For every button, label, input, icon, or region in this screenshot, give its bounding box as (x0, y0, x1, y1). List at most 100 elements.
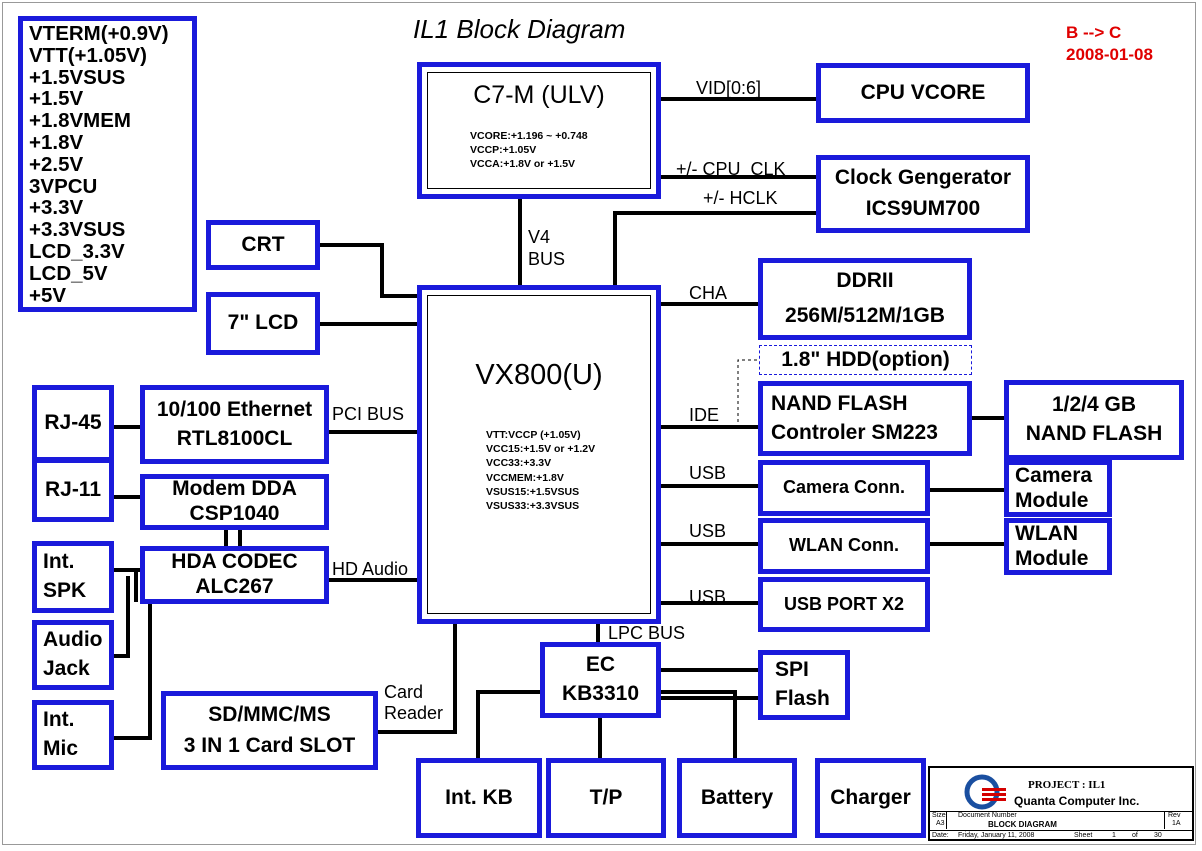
nand-controller-label: NAND FLASH (771, 391, 908, 415)
ethernet-block: 10/100 Ethernet RTL8100CL (140, 385, 329, 464)
nand-controller-block: NAND FLASH Controler SM223 (758, 381, 972, 456)
revision-date: 2008-01-08 (1066, 45, 1153, 65)
power-rail: 3VPCU (29, 174, 98, 198)
usb-port-label: USB PORT X2 (783, 593, 905, 614)
company-name: Quanta Computer Inc. (1014, 794, 1140, 808)
revision-change: B --> C (1066, 23, 1122, 42)
sheet-of-label: of (1132, 832, 1138, 839)
cpu-spec: VCORE:+1.196 ~ +0.748 (470, 130, 588, 142)
rj11-label: RJ-11 (44, 477, 102, 501)
wlan-module-block: WLAN Module (1004, 518, 1112, 575)
audio-jack-label: Jack (43, 657, 90, 680)
hd-audio-label: HD Audio (332, 559, 409, 579)
title-block: PROJECT : IL1 Quanta Computer Inc. Size … (928, 766, 1194, 841)
chipset-spec: VSUS33:+3.3VSUS (486, 499, 580, 512)
mic-label: Int. (43, 708, 75, 732)
ethernet-label: 10/100 Ethernet (156, 397, 313, 421)
rj45-label: RJ-45 (44, 411, 102, 435)
codec-label: HDA CODEC (171, 550, 298, 574)
modem-block: Modem DDA CSP1040 (140, 474, 329, 530)
card-reader-text: Reader (384, 703, 444, 723)
chipset-spec: VCCMEM:+1.8V (486, 471, 564, 484)
sheet-label: Sheet (1074, 832, 1093, 839)
hclk-label: +/- HCLK (703, 188, 778, 208)
hda-codec-block: HDA CODEC ALC267 (140, 546, 329, 604)
chipset-block: VX800(U) VTT:VCCP (+1.05V) VCC15:+1.5V o… (417, 285, 661, 624)
project-label: PROJECT : IL1 (1028, 779, 1106, 791)
v4-bus-text: BUS (528, 249, 566, 269)
touchpad-label: T/P (589, 785, 623, 809)
v4-bus-label: V4 BUS (528, 226, 565, 270)
rj11-block: RJ-11 (32, 458, 114, 522)
ddr-label: DDRII (836, 269, 894, 293)
chipset-name: VX800(U) (475, 359, 603, 391)
ethernet-part: RTL8100CL (176, 426, 293, 450)
title-block-date-row: Date: Friday, January 11, 2008 Sheet 1 o… (930, 830, 1192, 842)
ddr-block: DDRII 256M/512M/1GB (758, 258, 972, 340)
speaker-label: SPK (43, 579, 87, 602)
rev-value: 1A (1172, 820, 1181, 827)
clock-generator-block: Clock Gengerator ICS9UM700 (816, 155, 1030, 233)
v4-bus-text: V4 (528, 227, 551, 247)
modem-label: Modem DDA (172, 477, 297, 501)
power-rail: +2.5V (29, 152, 84, 176)
codec-part: ALC267 (195, 575, 274, 598)
power-rail: VTERM(+0.9V) (29, 22, 169, 45)
chipset-spec: VSUS15:+1.5VSUS (486, 485, 580, 498)
wlan-module-label: Module (1015, 546, 1089, 570)
pci-bus-label: PCI BUS (332, 404, 405, 424)
power-rail: +1.5VSUS (29, 65, 126, 89)
camera-module-label: Module (1015, 488, 1089, 512)
ide-label: IDE (689, 405, 720, 425)
chipset-spec: VCC15:+1.5V or +1.2V (486, 443, 596, 456)
ec-part: KB3310 (561, 682, 640, 705)
nand-flash-block: 1/2/4 GB NAND FLASH (1004, 380, 1184, 460)
card-slot-label: 3 IN 1 Card SLOT (183, 733, 356, 757)
vid-bus-label: VID[0:6] (696, 78, 762, 98)
usb-wlan-label: USB (689, 521, 727, 541)
power-rail: +3.3V (29, 196, 84, 220)
camera-module-label: Camera (1015, 463, 1093, 487)
power-rail: LCD_5V (29, 261, 108, 285)
clock-generator-part: ICS9UM700 (865, 197, 981, 220)
rev-label: Rev (1168, 812, 1181, 819)
doc-number-label: Document Number (958, 812, 1017, 819)
lpc-bus-label: LPC BUS (608, 623, 686, 643)
nand-flash-size: 1/2/4 GB (1051, 393, 1137, 417)
power-rail: +1.8VMEM (29, 109, 131, 133)
quanta-logo-icon (964, 774, 1006, 810)
cpu-vcore-label: CPU VCORE (860, 80, 986, 104)
card-slot-label: SD/MMC/MS (208, 702, 331, 726)
battery-label: Battery (700, 785, 774, 809)
keyboard-label: Int. KB (445, 785, 513, 809)
touchpad-block: T/P (546, 758, 666, 838)
camera-conn-block: Camera Conn. (758, 460, 930, 516)
size-label: Size (932, 812, 946, 819)
sheet-value: 1 (1112, 832, 1116, 839)
crt-label: CRT (241, 232, 285, 256)
power-rail: +5V (29, 283, 67, 307)
charger-label: Charger (830, 785, 911, 809)
ddr-size: 256M/512M/1GB (785, 304, 945, 327)
power-rail: VTT(+1.05V) (29, 43, 147, 67)
doc-number-value: BLOCK DIAGRAM (988, 820, 1057, 829)
card-reader-text: Card (384, 682, 424, 702)
chipset-spec: VTT:VCCP (+1.05V) (486, 429, 581, 441)
cpu-spec: VCCP:+1.05V (470, 144, 537, 157)
power-rail: +3.3VSUS (29, 218, 126, 242)
modem-part: CSP1040 (189, 502, 280, 525)
cpu-vcore-block: CPU VCORE (816, 63, 1030, 123)
power-rail: +1.5V (29, 87, 84, 111)
cha-label: CHA (689, 283, 728, 303)
usb-port-bus-label: USB (689, 587, 727, 607)
cpu-specs: VCORE:+1.196 ~ +0.748 VCCP:+1.05V VCCA:+… (470, 129, 588, 172)
title-block-doc-row: Size A3 Document Number BLOCK DIAGRAM Re… (930, 811, 1192, 830)
date-value: Friday, January 11, 2008 (958, 832, 1035, 839)
nand-flash-label: NAND FLASH (1025, 422, 1163, 445)
wlan-conn-label: WLAN Conn. (789, 535, 899, 556)
spi-flash-label: SPI (775, 658, 809, 682)
chipset-spec: VCC33:+3.3V (486, 457, 552, 470)
diagram-title: IL1 Block Diagram (413, 14, 626, 44)
spi-flash-label: Flash (775, 687, 830, 710)
